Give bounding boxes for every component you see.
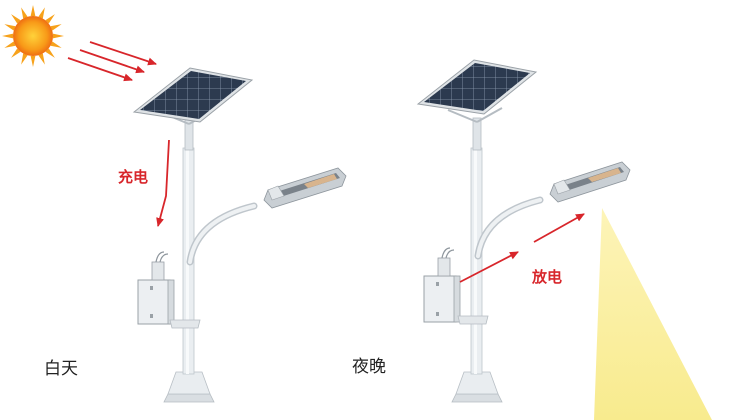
battery-box bbox=[423, 247, 461, 323]
discharge-arrows bbox=[459, 213, 585, 283]
sun-ray bbox=[11, 14, 21, 24]
sun-ray bbox=[11, 48, 21, 58]
led-lamp-head bbox=[549, 161, 631, 203]
day-label: 白天 bbox=[44, 359, 78, 379]
charge-label: 充电 bbox=[118, 168, 148, 186]
sun-ray bbox=[30, 5, 36, 17]
sun-ray bbox=[4, 41, 16, 48]
sun-ray bbox=[2, 33, 14, 39]
solar-panel bbox=[416, 59, 538, 115]
night-street-light bbox=[416, 59, 631, 403]
led-lamp-head bbox=[263, 167, 347, 209]
sunlight-arrows bbox=[67, 41, 157, 82]
solar-panel bbox=[132, 67, 254, 123]
sun-ray bbox=[30, 55, 36, 67]
sun-ray bbox=[45, 48, 55, 58]
sun-ray bbox=[45, 14, 55, 24]
day-street-light bbox=[132, 67, 347, 403]
night-label: 夜晚 bbox=[352, 357, 386, 377]
sun-ray bbox=[38, 7, 45, 19]
sun-ray bbox=[38, 53, 45, 65]
sun-ray bbox=[50, 24, 62, 31]
sun-ray bbox=[21, 53, 28, 65]
discharge-label: 放电 bbox=[531, 268, 562, 286]
sun-ray bbox=[50, 41, 62, 48]
sun-ray bbox=[52, 33, 64, 39]
sun-icon bbox=[2, 5, 64, 67]
charge-arrow bbox=[156, 139, 170, 227]
sun-ray bbox=[4, 24, 16, 31]
battery-box bbox=[137, 251, 175, 325]
sun-ray bbox=[21, 7, 28, 19]
light-beam bbox=[594, 208, 712, 420]
